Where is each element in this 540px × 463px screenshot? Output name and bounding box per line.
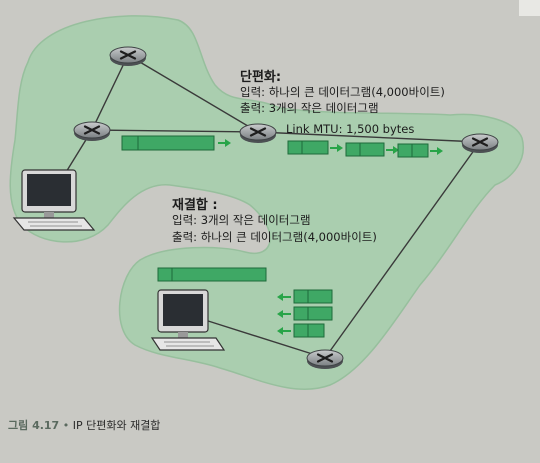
router-icon bbox=[72, 120, 112, 143]
datagram-fragment bbox=[293, 306, 333, 321]
link-mtu-label: Link MTU: 1,500 bytes bbox=[286, 122, 415, 136]
caption-bullet: • bbox=[62, 419, 70, 432]
fragmentation-title: 단편화: bbox=[240, 70, 282, 85]
reassembly-title: 재결합 : bbox=[172, 198, 218, 213]
router-icon bbox=[108, 45, 148, 68]
router-icon bbox=[460, 132, 500, 155]
caption-text: IP 단편화와 재결합 bbox=[72, 419, 161, 432]
datagram-fragment bbox=[345, 142, 385, 157]
datagram-fragment bbox=[287, 140, 329, 155]
router-icon bbox=[238, 122, 278, 145]
fragmentation-input: 입력: 하나의 큰 데이터그램(4,000바이트) bbox=[240, 85, 445, 99]
datagram-fragment bbox=[293, 323, 325, 338]
datagram-large bbox=[121, 135, 215, 151]
router-icon bbox=[305, 348, 345, 371]
figure-number: 그림 4.17 bbox=[8, 419, 60, 432]
datagram-reassembled bbox=[157, 267, 267, 282]
reassembly-output: 출력: 하나의 큰 데이터그램(4,000바이트) bbox=[172, 230, 377, 244]
datagram-fragment bbox=[397, 143, 429, 158]
fragmentation-output: 출력: 3개의 작은 데이터그램 bbox=[240, 101, 379, 115]
network-cloud bbox=[9, 15, 524, 390]
figure-caption: 그림 4.17 • IP 단편화와 재결합 bbox=[8, 417, 160, 433]
reassembly-input: 입력: 3개의 작은 데이터그램 bbox=[172, 213, 311, 227]
computer-icon bbox=[150, 289, 226, 351]
computer-icon bbox=[12, 169, 96, 231]
datagram-fragment bbox=[293, 289, 333, 304]
